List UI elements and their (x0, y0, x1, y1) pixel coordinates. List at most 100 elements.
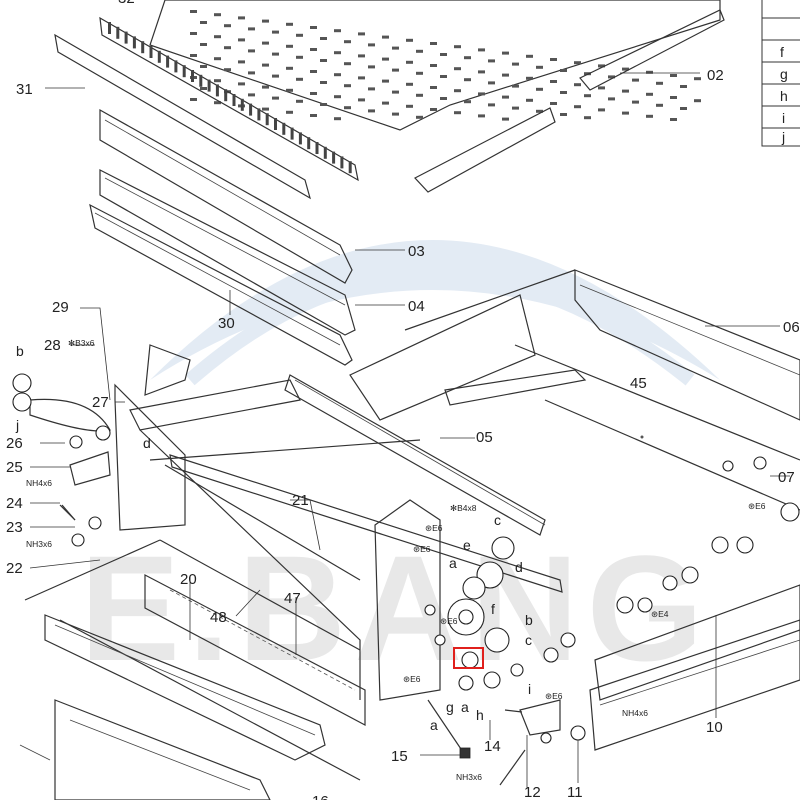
top-plate (149, 0, 721, 131)
perforation-hole (478, 48, 485, 52)
perforation-hole (262, 63, 269, 67)
perforation-hole (344, 106, 351, 110)
perforation-hole (622, 67, 629, 71)
perforation-hole (440, 97, 447, 100)
comb-tooth (116, 26, 120, 39)
highlight-box (453, 647, 484, 669)
perforation-hole (430, 86, 437, 89)
perforation-hole (334, 29, 341, 33)
perforation-hole (430, 108, 437, 111)
perforation-hole (584, 94, 591, 98)
label-06: 06 (783, 319, 800, 336)
clip-e6-e: ⊛E6 (545, 691, 563, 701)
perforation-hole (440, 75, 447, 78)
comb-tooth (207, 79, 211, 92)
perforation-hole (694, 77, 701, 81)
label-28: 28 (44, 337, 61, 354)
label-26: 26 (6, 435, 23, 452)
perforation-hole (512, 62, 519, 66)
label-29: 29 (52, 299, 69, 316)
perforation-hole (262, 107, 269, 111)
watermark-arc (150, 240, 720, 380)
letter-e-mid: e (463, 537, 471, 553)
label-32: 32 (118, 0, 135, 7)
legend-g: g (780, 66, 788, 82)
perforation-hole (224, 24, 231, 28)
perforation-hole (526, 98, 533, 102)
perforation-hole (646, 70, 653, 74)
clip-e6-c: ⊛E6 (440, 616, 458, 626)
perforation-hole (214, 57, 221, 61)
perforation-hole (310, 48, 317, 51)
perforation-hole (584, 116, 591, 120)
perforation-hole (406, 38, 413, 42)
label-05: 05 (476, 429, 493, 446)
label-04: 04 (408, 298, 425, 315)
mid-chassis (24, 294, 536, 781)
perforation-hole (382, 101, 389, 105)
letter-d-mid: d (515, 559, 523, 575)
perforation-hole (224, 46, 231, 50)
perforation-hole (358, 54, 365, 58)
perforation-hole (560, 69, 567, 72)
label-47: 47 (284, 590, 301, 607)
perforation-hole (214, 79, 221, 83)
perforation-hole (574, 61, 581, 65)
label-10: 10 (706, 719, 723, 736)
perforation-hole (488, 81, 495, 85)
perforation-hole (190, 98, 197, 101)
perforation-hole (598, 108, 605, 112)
perforation-hole (310, 70, 317, 73)
perforation-hole (478, 70, 485, 74)
perforation-hole (502, 73, 509, 77)
gear-cluster (374, 499, 524, 701)
perforation-hole (526, 76, 533, 80)
comb-tooth (108, 22, 111, 34)
letter-a-bot2: a (461, 699, 469, 715)
perforation-hole (680, 107, 687, 110)
label-03: 03 (408, 243, 425, 260)
perforation-hole (214, 13, 221, 17)
comb-tooth (282, 122, 286, 135)
perforation-hole (262, 85, 269, 89)
perforation-hole (574, 105, 581, 109)
perforation-hole (334, 117, 341, 121)
comb-tooth (298, 132, 302, 145)
perforation-hole (296, 33, 303, 37)
comb-tooth (141, 41, 145, 54)
label-31: 31 (16, 81, 33, 98)
comb-tooth (274, 118, 277, 130)
perforation-hole (440, 53, 447, 56)
comb-tooth (224, 89, 228, 102)
perforation-hole (296, 55, 303, 59)
legend-j: j (781, 129, 785, 145)
perforation-hole (286, 88, 293, 92)
perforation-hole (392, 112, 399, 116)
label-24: 24 (6, 495, 23, 512)
perforation-hole (382, 57, 389, 61)
letter-a-bot: a (430, 717, 438, 733)
perforation-hole (214, 101, 221, 105)
label-07: 07 (778, 469, 795, 486)
perforation-hole (608, 97, 615, 101)
perforation-hole (286, 66, 293, 70)
letter-f-mid: f (491, 601, 495, 617)
label-14: 14 (484, 738, 501, 755)
part-20-tray (44, 614, 326, 761)
perforation-hole (248, 93, 255, 97)
perforation-hole (286, 44, 293, 48)
perforation-hole (502, 95, 509, 99)
letter-d-left: d (143, 435, 151, 451)
comb-tooth (340, 156, 344, 169)
part-06-frame (404, 269, 800, 511)
comb-tooth (132, 36, 136, 49)
screw-nh3x6-left: NH3x6 (26, 539, 52, 549)
perforation-hole (272, 30, 279, 34)
left-belt (12, 373, 111, 547)
perforation-hole (224, 68, 231, 72)
perforation-hole (368, 87, 375, 91)
comb-tooth (215, 84, 219, 97)
perforation-hole (368, 65, 375, 69)
letter-labels: b j d c e a d f b c i a g a h (15, 343, 533, 733)
